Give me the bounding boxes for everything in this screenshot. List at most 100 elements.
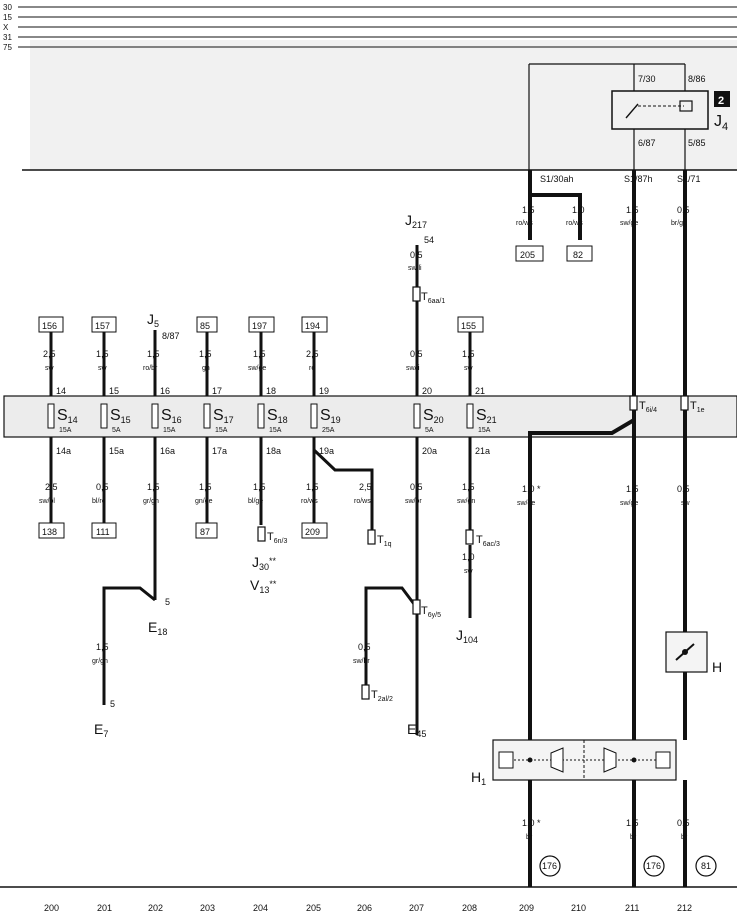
svg-text:1,5: 1,5 xyxy=(306,482,319,492)
svg-text:15A: 15A xyxy=(478,427,491,434)
wire-211-bottom-size: 1,5 xyxy=(626,818,639,828)
e18-label: E18 xyxy=(148,619,167,637)
relay-badge xyxy=(714,91,730,107)
wire-size-82: 1,0 xyxy=(572,205,585,215)
ref-box-209-text: 209 xyxy=(305,527,320,537)
ref-box-209 xyxy=(301,522,328,539)
fuse-in-color-19: ro xyxy=(309,365,315,372)
svg-text:210: 210 xyxy=(571,903,586,913)
t1q-connector xyxy=(367,529,376,545)
fuse-pin-labels: 14 15 16 17 18 19 20 21 xyxy=(56,386,485,396)
ref-box-87 xyxy=(195,522,218,539)
svg-text:20a: 20a xyxy=(422,446,437,456)
fuse-in-color-14: sw xyxy=(45,365,55,372)
svg-text:5A: 5A xyxy=(112,427,121,434)
ref-circle-176-a-text: 176 xyxy=(542,861,557,871)
svg-text:ro/ws: ro/ws xyxy=(301,498,318,505)
svg-text:15: 15 xyxy=(109,386,119,396)
fuse-s18: S18 15A xyxy=(257,403,288,434)
t1e-connector xyxy=(680,395,689,411)
wire-209-mid-color: sw/ge xyxy=(517,500,535,507)
svg-text:19: 19 xyxy=(319,386,329,396)
fuse-output-labels: 2,5 sw/bl 0,5 bl/ro 1,5 gr/gn 1,5 gn/ge … xyxy=(39,482,475,505)
t2al-connector xyxy=(361,684,370,700)
svg-text:21a: 21a xyxy=(475,446,490,456)
rail-label-30: 30 xyxy=(3,3,12,12)
t6i-connector xyxy=(629,395,638,411)
relay-j4 xyxy=(528,63,709,170)
svg-text:S16: S16 xyxy=(161,407,182,425)
ref-circle-81 xyxy=(695,855,717,877)
svg-text:205: 205 xyxy=(306,903,321,913)
svg-text:S14: S14 xyxy=(57,407,78,425)
wire-color-205: ro/ws xyxy=(516,220,533,227)
fuse-input-labels: 2,5 sw 1,5 sw 1,5 ro/br 1,5 gn 1,5 sw/ge… xyxy=(43,349,475,372)
fuse-s14: S14 15A xyxy=(47,403,78,434)
svg-text:S18: S18 xyxy=(267,407,288,425)
wire-212-mid-color: sw xyxy=(681,500,691,507)
rail-label-15: 15 xyxy=(3,13,12,22)
fuse-in-color-21: sw xyxy=(464,365,474,372)
svg-text:15a: 15a xyxy=(109,446,124,456)
j217-pin: 54 xyxy=(424,235,434,245)
fuse-in-color-16: ro/br xyxy=(143,365,158,372)
switch-h-label: H xyxy=(712,659,722,675)
top-right-wires xyxy=(528,170,687,240)
svg-text:203: 203 xyxy=(200,903,215,913)
svg-text:209: 209 xyxy=(519,903,534,913)
svg-text:2,5: 2,5 xyxy=(359,482,372,492)
svg-text:14a: 14a xyxy=(56,446,71,456)
e7-pin: 5 xyxy=(110,699,115,709)
svg-text:201: 201 xyxy=(97,903,112,913)
svg-text:15A: 15A xyxy=(163,427,176,434)
fuse-ref-155: 155 xyxy=(461,321,476,331)
right-column-wires xyxy=(528,200,687,740)
svg-text:200: 200 xyxy=(44,903,59,913)
svg-text:207: 207 xyxy=(409,903,424,913)
svg-text:sw/gn: sw/gn xyxy=(457,498,475,505)
wire-211-bottom-color: br xyxy=(630,834,637,841)
ref-box-111-text: 111 xyxy=(96,527,110,537)
busbar-term-71: S1/71 xyxy=(677,174,701,184)
fuse-input-refs xyxy=(38,316,484,333)
t6i-label: T6i/4 xyxy=(639,400,657,414)
column-numbers: 200 201 202 203 204 205 206 207 208 209 … xyxy=(44,903,692,913)
svg-text:sw/br: sw/br xyxy=(405,498,422,505)
svg-text:15A: 15A xyxy=(215,427,228,434)
svg-text:ro/ws: ro/ws xyxy=(354,498,371,505)
fuse-in-size-21: 1,5 xyxy=(462,349,475,359)
wire-212-bottom-color: br xyxy=(681,834,688,841)
j104-wire-size: 1,0 xyxy=(462,552,475,562)
fuse-in-color-17: gn xyxy=(202,365,210,372)
svg-text:sw/bl: sw/bl xyxy=(39,498,55,505)
svg-text:18: 18 xyxy=(266,386,276,396)
relay-pin-8-86: 8/86 xyxy=(688,74,706,84)
fuse-output-wires xyxy=(49,437,472,735)
wire-209-bottom-size: 1,0 * xyxy=(522,818,541,828)
svg-text:1,5: 1,5 xyxy=(199,482,212,492)
relay-badge-number: 2 xyxy=(718,95,724,107)
fuse-input-wires xyxy=(49,330,472,400)
horn-h1-label: H1 xyxy=(471,769,486,787)
wire-211-mid-color: sw/ge xyxy=(620,500,638,507)
t1e-label: T1e xyxy=(690,400,705,414)
svg-text:206: 206 xyxy=(357,903,372,913)
ref-circle-176-b-text: 176 xyxy=(646,861,661,871)
fuse-ref-197: 197 xyxy=(252,321,267,331)
svg-text:204: 204 xyxy=(253,903,268,913)
e7-wire-color: gr/gn xyxy=(92,658,108,665)
svg-text:208: 208 xyxy=(462,903,477,913)
ref-box-82-text: 82 xyxy=(573,250,583,260)
j5-label: J5 xyxy=(147,311,159,329)
ref-circle-176-a xyxy=(539,855,561,877)
e18-pin: 5 xyxy=(165,597,170,607)
j104-wire-color: sw xyxy=(464,568,474,575)
svg-text:20: 20 xyxy=(422,386,432,396)
svg-text:0,5: 0,5 xyxy=(410,482,423,492)
busbar-term-87h: S1/87h xyxy=(624,174,653,184)
svg-text:1,5: 1,5 xyxy=(462,482,475,492)
svg-text:S21: S21 xyxy=(476,407,497,425)
fuse-in-size-20: 0 5 xyxy=(410,349,423,359)
wire-209-bottom-color: br xyxy=(526,834,533,841)
t6n-label: T6n/3 xyxy=(267,531,287,545)
